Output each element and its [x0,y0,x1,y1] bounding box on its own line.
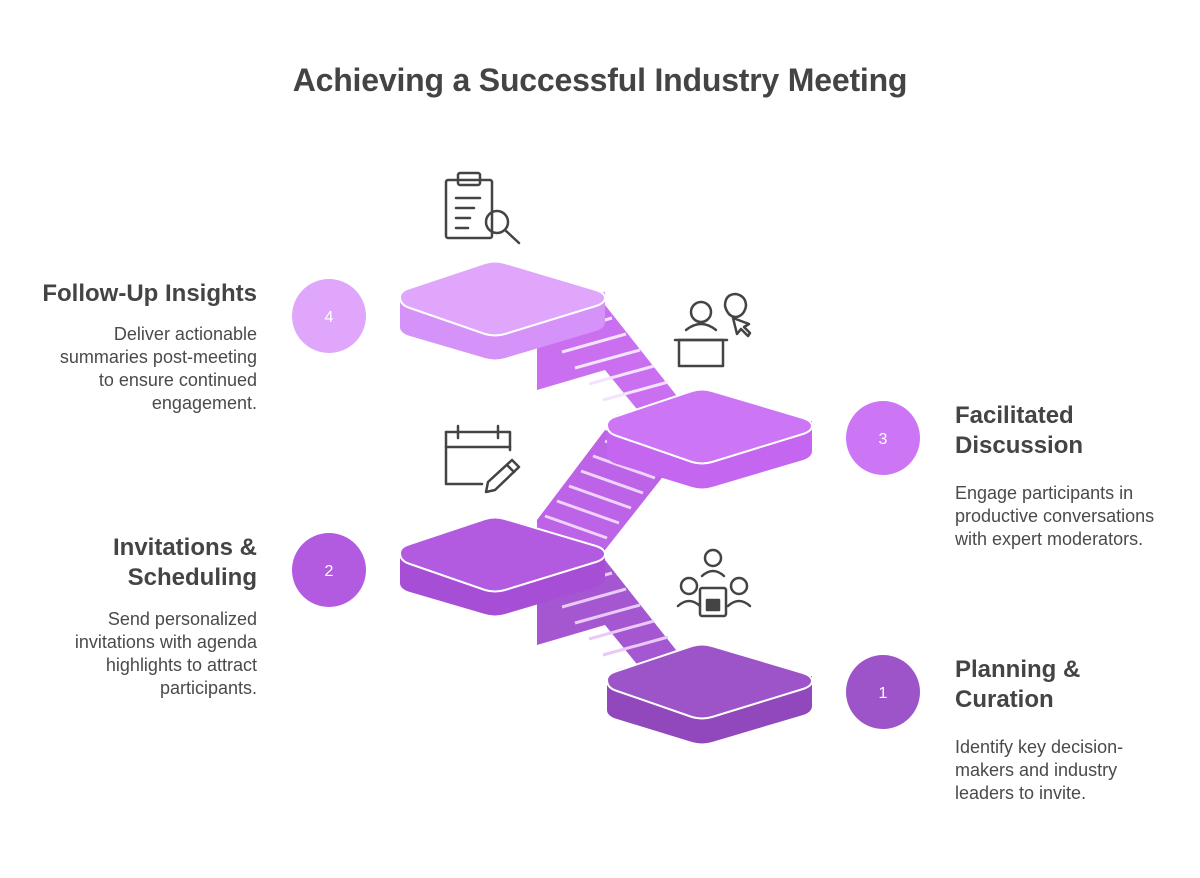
calendar-edit-icon [444,424,521,494]
step-4-heading: Follow-Up Insights [42,280,257,307]
svg-text:4: 4 [325,309,334,326]
platform-3 [605,388,814,489]
step-number-4: 4 [292,279,366,353]
meeting-table-icon [676,548,752,618]
platform-4 [398,260,607,360]
step-1-heading: Planning & Curation [955,656,1081,713]
step-1-description: Identify key decision- makers and indust… [955,737,1124,803]
step-number-2: 2 [292,533,366,607]
platform-1 [605,643,814,744]
svg-text:1: 1 [879,685,888,702]
step-4-description: Deliver actionable summaries post-meetin… [59,324,257,413]
svg-text:3: 3 [879,431,888,448]
step-number-3: 3 [846,401,920,475]
step-number-1: 1 [846,655,920,729]
step-3-heading: Facilitated Discussion [955,402,1084,459]
clipboard-search-icon [444,171,521,245]
svg-text:2: 2 [325,563,334,580]
step-2-description: Send personalized invitations with agend… [74,609,257,698]
platform-2 [398,516,607,616]
page-title: Achieving a Successful Industry Meeting [292,62,908,98]
step-2-heading: Invitations & Scheduling [112,534,257,591]
step-3-description: Engage participants in productive conver… [955,483,1155,549]
speaker-podium-icon [673,292,752,368]
